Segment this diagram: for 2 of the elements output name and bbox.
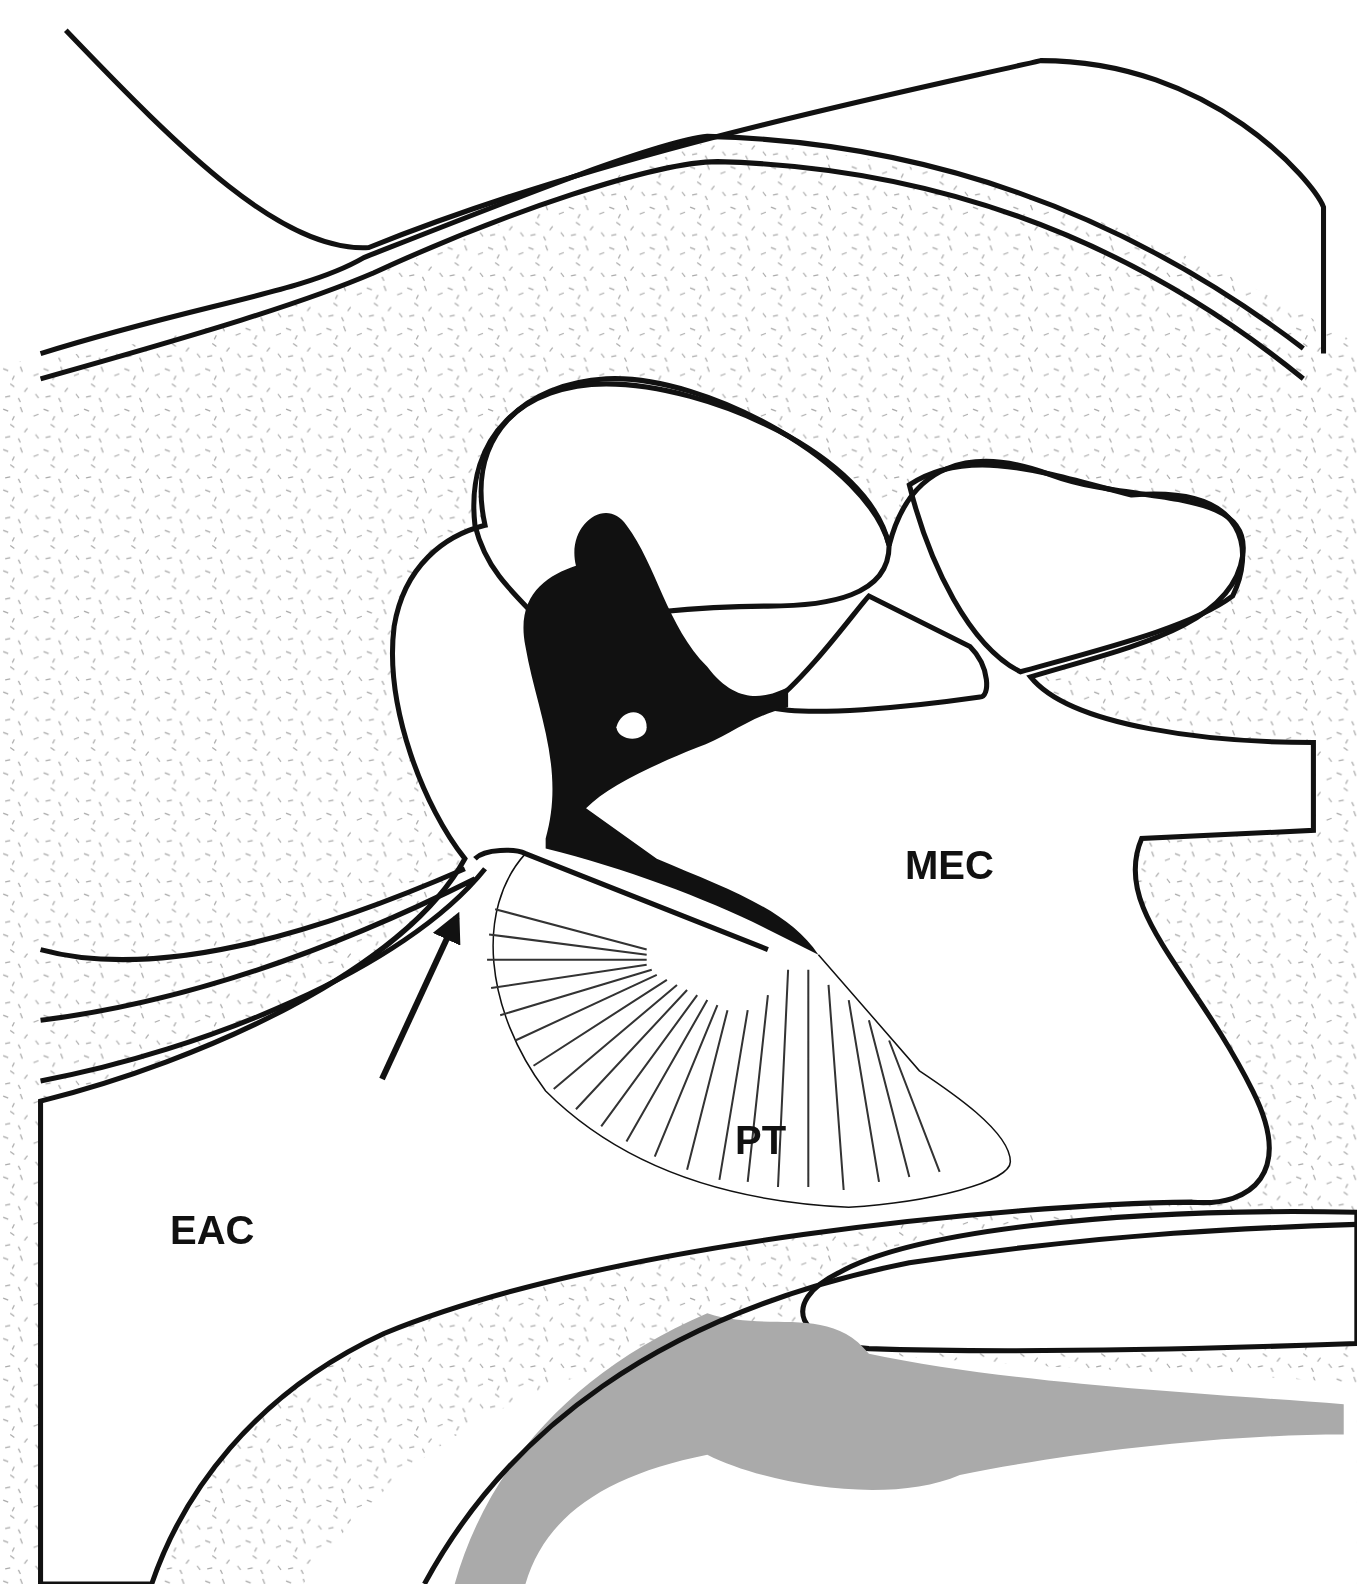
region-label: EAC: [170, 1210, 255, 1250]
region-label: MEC: [905, 845, 994, 885]
